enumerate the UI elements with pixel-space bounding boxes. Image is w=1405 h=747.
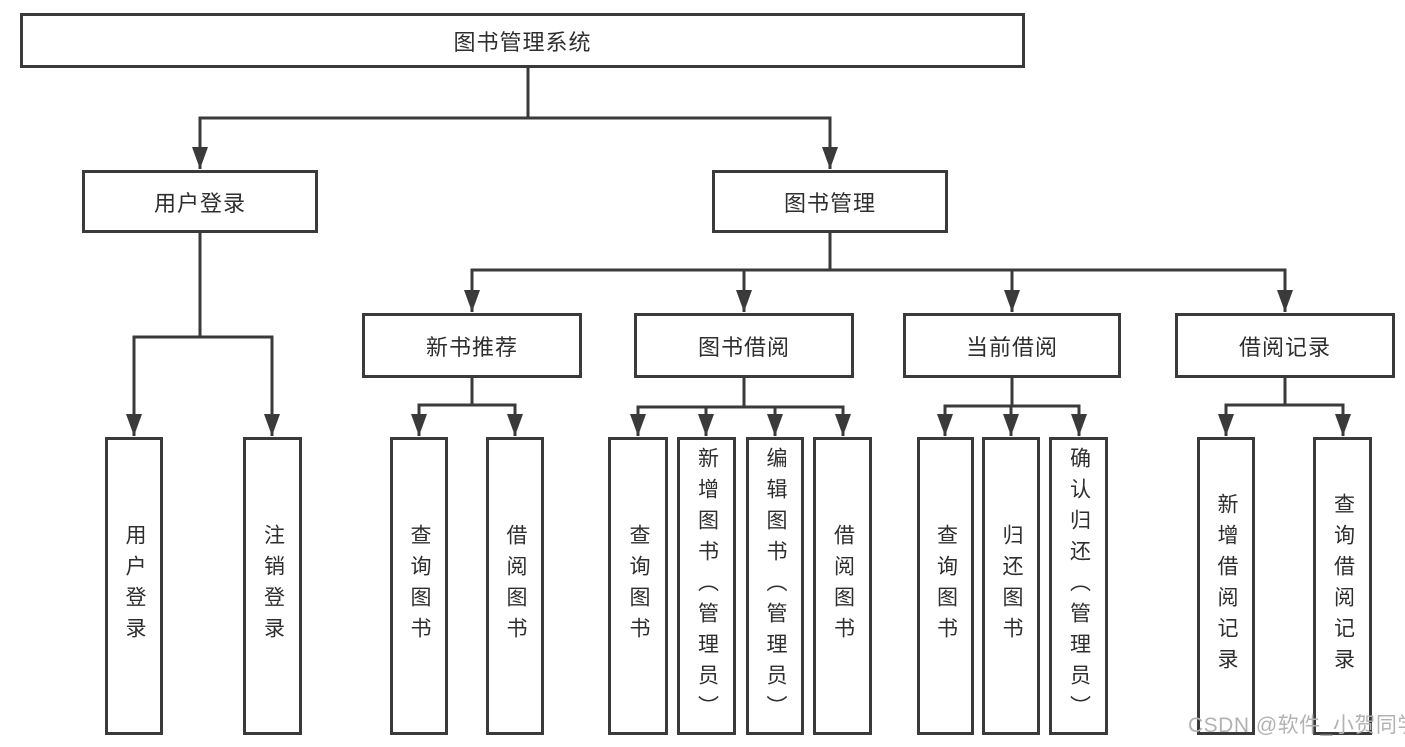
node-label: 借阅图书 (504, 524, 527, 648)
leaf-records-add-record: 新增借阅记录 (1197, 437, 1255, 735)
node-label: 新增图书（管理员） (695, 446, 719, 726)
node-label: 图书借阅 (697, 334, 790, 360)
node-label: 图书管理 (783, 190, 876, 216)
leaf-user-login: 用户登录 (105, 437, 163, 735)
node-label: 注销登录 (261, 524, 285, 648)
node-borrow-records: 借阅记录 (1175, 313, 1395, 378)
node-book-management-group: 图书管理 (712, 170, 948, 233)
node-label: 借阅记录 (1238, 334, 1331, 360)
leaf-borrow-add-books-admin: 新增图书（管理员） (677, 437, 736, 735)
node-new-book-recommend: 新书推荐 (362, 313, 582, 378)
node-book-borrow: 图书借阅 (634, 313, 854, 378)
node-current-borrow: 当前借阅 (903, 313, 1121, 378)
leaf-recommend-borrow-books: 借阅图书 (486, 437, 544, 735)
node-label: 借阅图书 (831, 524, 855, 648)
node-label: 用户登录 (123, 524, 146, 648)
node-user-login-group: 用户登录 (82, 170, 318, 233)
node-label: 查询图书 (627, 524, 650, 648)
leaf-borrow-query-books: 查询图书 (608, 437, 668, 735)
node-library-management-system: 图书管理系统 (20, 13, 1025, 68)
leaf-recommend-query-books: 查询图书 (390, 437, 448, 735)
node-label: 新书推荐 (425, 334, 518, 360)
node-label: 编辑图书（管理员） (764, 446, 787, 726)
csdn-watermark: CSDN @软件_小贺同学 (1188, 714, 1405, 737)
node-label: 当前借阅 (965, 334, 1058, 360)
leaf-current-query-books: 查询图书 (917, 437, 974, 735)
node-label: 归还图书 (1000, 524, 1023, 648)
leaf-borrow-borrow-books: 借阅图书 (813, 437, 872, 735)
leaf-logout: 注销登录 (243, 437, 302, 735)
node-label: 用户登录 (153, 190, 246, 216)
leaf-records-query-record: 查询借阅记录 (1313, 437, 1372, 735)
node-label: 查询图书 (408, 524, 431, 648)
leaf-current-confirm-return-admin: 确认归还（管理员） (1049, 437, 1108, 735)
node-label: 查询借阅记录 (1331, 493, 1355, 679)
node-label: 确认归还（管理员） (1067, 446, 1091, 726)
leaf-borrow-edit-books-admin: 编辑图书（管理员） (746, 437, 804, 735)
leaf-current-return-books: 归还图书 (982, 437, 1040, 735)
node-label: 图书管理系统 (453, 29, 592, 55)
node-label: 查询图书 (934, 524, 958, 648)
node-label: 新增借阅记录 (1215, 493, 1238, 679)
